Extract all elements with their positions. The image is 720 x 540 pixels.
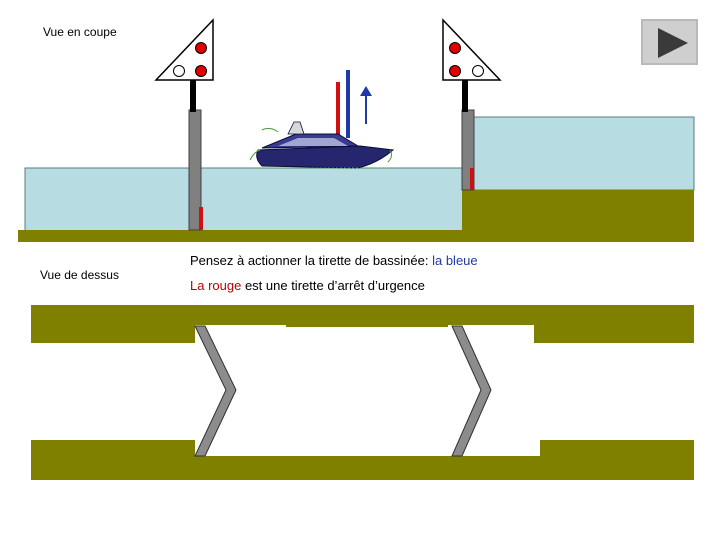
water-lock-chamber — [194, 167, 468, 233]
bank-south-right — [540, 440, 694, 480]
signal-light-off — [173, 65, 185, 77]
downstream-mitre-gate — [194, 325, 237, 457]
blue-pull-text: la bleue — [432, 253, 478, 268]
downstream-signal-panel — [154, 18, 214, 81]
red-pull-rod[interactable] — [336, 82, 340, 138]
signal-light-off — [472, 65, 484, 77]
next-slide-button[interactable] — [641, 19, 698, 65]
arrow-up-icon — [360, 86, 372, 124]
bank-south-edge — [195, 456, 286, 480]
upstream-signal-post — [462, 80, 468, 112]
red-pull-downstream[interactable] — [199, 207, 203, 230]
water-downstream — [24, 167, 196, 233]
bank-south-mid — [286, 456, 448, 480]
signal-light-red — [195, 65, 207, 77]
bank-north-left — [31, 305, 195, 343]
blue-pull-rod[interactable] — [346, 70, 350, 138]
bank-north-edge — [195, 305, 286, 325]
bank-south-left — [31, 440, 195, 480]
bank-north-mid — [286, 305, 448, 327]
instruction-red-pull: La rouge est une tirette d’arrêt d’urgen… — [190, 278, 425, 293]
top-view — [31, 305, 694, 480]
side-view — [18, 18, 695, 242]
lock-floor — [18, 230, 464, 242]
bank-north-edge — [448, 305, 534, 325]
bank-south-edge — [448, 456, 540, 480]
water-upstream — [466, 116, 695, 191]
signal-light-red — [449, 42, 461, 54]
instruction-text: est une tirette d’arrêt d’urgence — [241, 278, 425, 293]
boat-icon — [249, 121, 395, 169]
signal-light-red — [195, 42, 207, 54]
red-pull-text: La rouge — [190, 278, 242, 293]
side-view-label: Vue en coupe — [43, 25, 117, 39]
signal-light-red — [449, 65, 461, 77]
upstream-mitre-gate — [451, 325, 492, 457]
upstream-signal-panel — [442, 18, 502, 81]
bank-north-right — [534, 305, 694, 343]
instruction-blue-pull: Pensez à actionner la tirette de bassiné… — [190, 253, 478, 268]
downstream-signal-post — [190, 80, 196, 112]
red-pull-upstream[interactable] — [470, 168, 474, 190]
top-view-label: Vue de dessus — [40, 268, 119, 282]
upstream-bank — [462, 190, 694, 242]
instruction-text: Pensez à actionner la tirette de bassiné… — [190, 253, 433, 268]
